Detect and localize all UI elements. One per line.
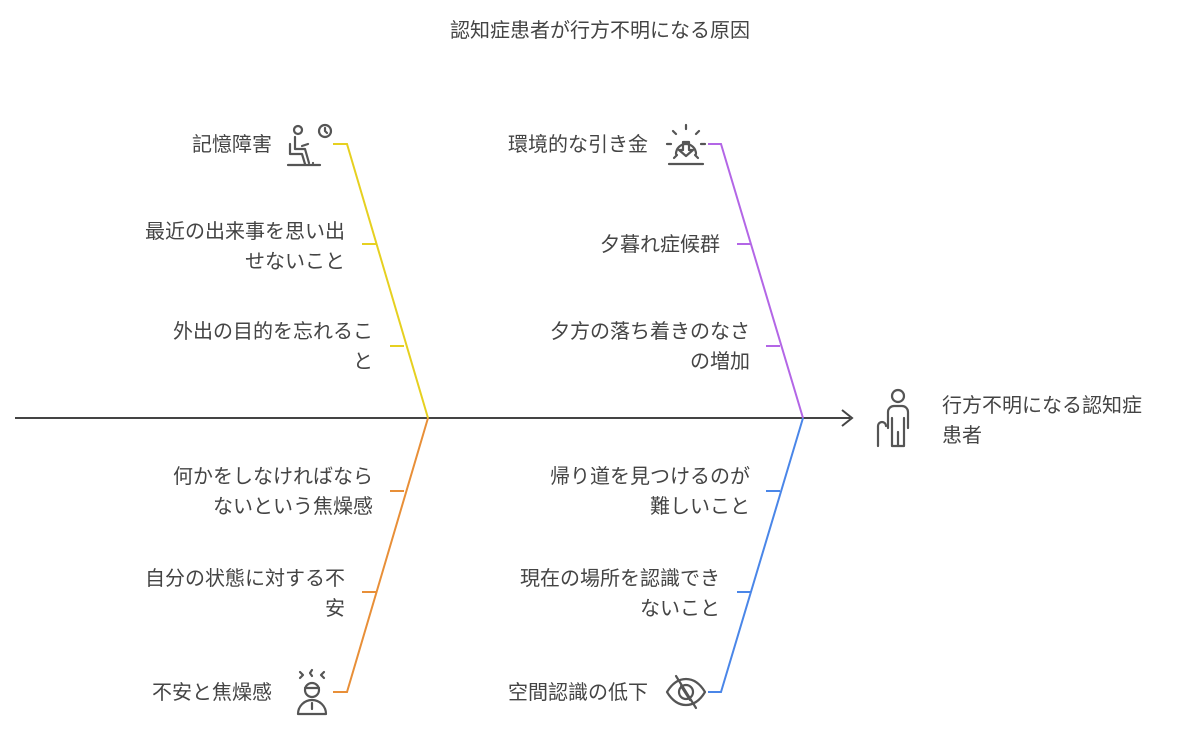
cause-anxiety-2: 自分の状態に対する不安 — [145, 566, 345, 620]
cause-environment-2: 夕方の落ち着きのなさの増加 — [550, 319, 750, 373]
cause-memory-1: 最近の出来事を思い出せないこと — [145, 219, 345, 273]
cause-memory-2: 外出の目的を忘れること — [173, 319, 373, 373]
diagram-title: 認知症患者が行方不明になる原因 — [450, 18, 750, 42]
spine-arrowhead — [841, 409, 854, 427]
person-with-cane-icon — [876, 388, 910, 448]
cause-anxiety-1: 何かをしなければならないという焦燥感 — [173, 464, 373, 518]
cause-spatial-1: 帰り道を見つけるのが難しいこと — [550, 464, 750, 518]
category-spatial-label: 空間認識の低下 — [508, 680, 648, 704]
category-memory-label: 記憶障害 — [192, 132, 272, 156]
branch-spatial — [708, 417, 804, 693]
branch-anxiety — [333, 417, 429, 693]
category-environment-label: 環境的な引き金 — [508, 132, 648, 156]
category-anxiety-label: 不安と焦燥感 — [152, 680, 272, 704]
cause-spatial-2: 現在の場所を認識できないこと — [520, 566, 720, 620]
eye-slash-icon — [665, 674, 707, 710]
branch-memory — [333, 143, 429, 419]
effect-label: 行方不明になる認知症患者 — [942, 393, 1142, 447]
person-waiting-clock-icon — [286, 123, 333, 167]
branch-environment — [708, 143, 804, 419]
cause-environment-1: 夕暮れ症候群 — [600, 232, 720, 256]
sunset-icon — [665, 123, 707, 166]
stressed-person-icon — [296, 668, 328, 716]
